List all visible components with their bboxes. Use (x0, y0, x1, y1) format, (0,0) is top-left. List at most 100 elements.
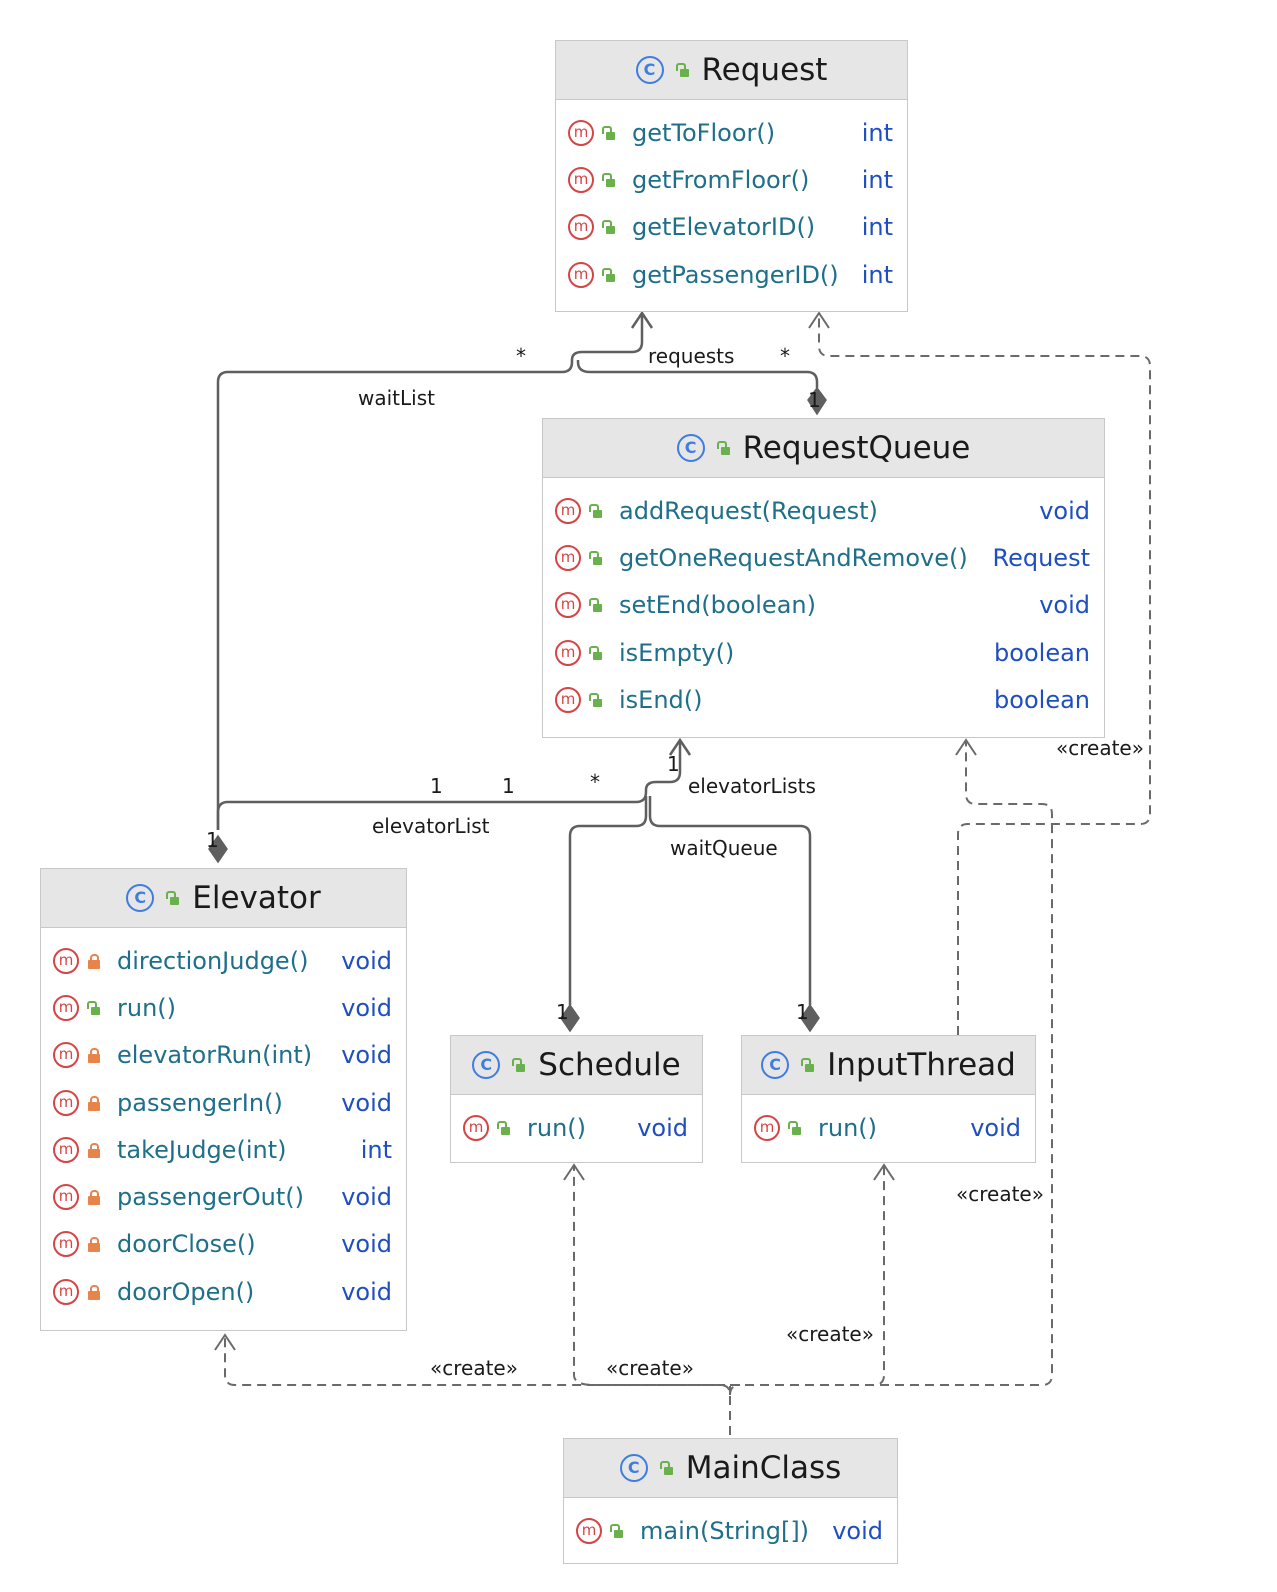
method-return-type: void (341, 1230, 392, 1259)
private-visibility-icon (87, 1237, 101, 1253)
method-return-type: void (341, 1183, 392, 1212)
public-visibility-icon (602, 172, 616, 187)
method-icon: m (568, 261, 594, 288)
arrowhead-create-request (808, 311, 830, 329)
method-icon: m (555, 544, 581, 571)
class-name: MainClass (685, 1450, 842, 1486)
method-name: getOneRequestAndRemove() (619, 543, 968, 572)
public-visibility-icon (602, 125, 616, 140)
method-return-type: void (832, 1516, 883, 1545)
edge-create-rq-main (730, 740, 1053, 1386)
method-icon: m (568, 214, 594, 241)
method-name: main(String[]) (640, 1516, 810, 1545)
edge-requests (576, 360, 819, 388)
role-label: elevatorList (372, 814, 490, 838)
method-return-type: int (861, 118, 893, 147)
method-return-type: boolean (994, 638, 1090, 667)
multiplicity-label: * (780, 344, 790, 368)
method-icon: m (568, 119, 594, 146)
class-header: C Schedule (451, 1036, 702, 1095)
class-header: C Request (556, 41, 907, 100)
multiplicity-label: 1 (430, 774, 443, 798)
method-return-type: void (341, 946, 392, 975)
class-header: C RequestQueue (543, 419, 1104, 478)
class-icon: C (635, 56, 664, 84)
stereotype-label: «create» (1056, 736, 1144, 760)
method-return-type: void (1039, 496, 1090, 525)
public-visibility-icon (512, 1058, 526, 1072)
class-name: Schedule (538, 1047, 681, 1083)
method-icon: m (53, 1136, 79, 1163)
method-icon: m (754, 1114, 780, 1141)
method-name: setEnd(boolean) (619, 591, 816, 620)
edge-schedule-rq (568, 796, 648, 1005)
method-name: elevatorRun(int) (117, 1041, 313, 1070)
private-visibility-icon (87, 1142, 101, 1158)
edge-waitlist (216, 313, 644, 830)
private-visibility-icon (87, 1284, 101, 1300)
method-name: passengerOut() (117, 1183, 305, 1212)
method-name: run() (527, 1113, 587, 1142)
class-name: Elevator (192, 880, 321, 916)
arrowhead-create-inputthread (873, 1163, 895, 1181)
private-visibility-icon (87, 953, 101, 969)
public-visibility-icon (589, 692, 603, 707)
public-visibility-icon (716, 441, 731, 455)
edge-create-inputthread (730, 1165, 885, 1386)
multiplicity-label: 1 (556, 1000, 569, 1024)
method-return-type: void (1039, 591, 1090, 620)
class-icon: C (676, 434, 705, 462)
edge-create-request (818, 313, 1151, 1035)
method-return-type: int (360, 1135, 392, 1164)
public-visibility-icon (497, 1120, 511, 1135)
public-visibility-icon (801, 1058, 815, 1072)
method-return-type: void (341, 1041, 392, 1070)
private-visibility-icon (87, 1048, 101, 1064)
role-label: waitQueue (670, 836, 778, 860)
method-row[interactable]: m getToFloor() int (556, 109, 907, 156)
arrowhead-request-solid (630, 310, 654, 329)
method-name: isEmpty() (619, 638, 735, 667)
public-visibility-icon (675, 63, 690, 77)
public-visibility-icon (589, 550, 603, 565)
edge-create-schedule (573, 1165, 741, 1396)
public-visibility-icon (589, 503, 603, 518)
public-visibility-icon (589, 598, 603, 613)
stereotype-label: «create» (606, 1356, 694, 1380)
diamond-schedule (560, 1003, 580, 1033)
method-name: getFromFloor() (632, 165, 810, 194)
method-name: run() (117, 993, 177, 1022)
method-name: run() (818, 1113, 878, 1142)
method-name: getToFloor() (632, 118, 776, 147)
diamond-inputthread (800, 1003, 820, 1033)
